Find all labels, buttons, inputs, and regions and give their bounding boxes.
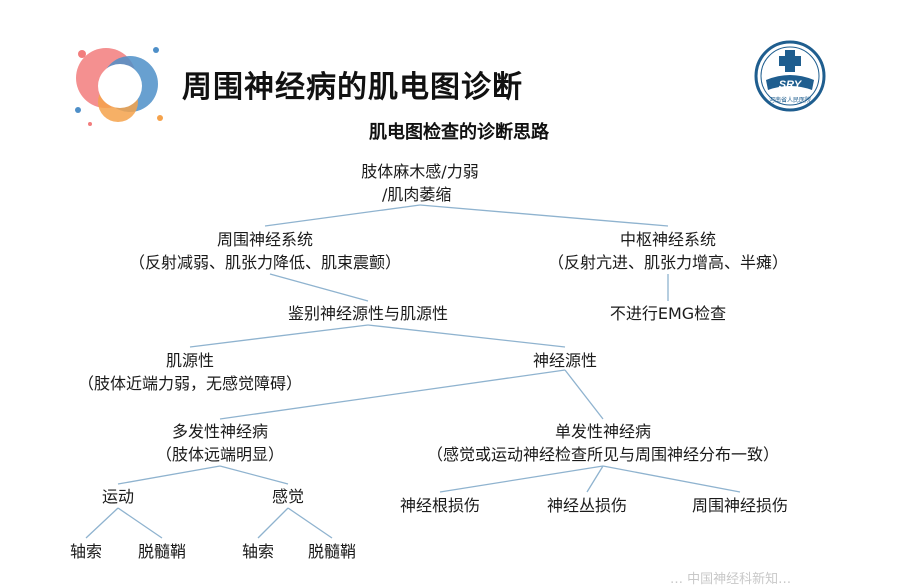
node-neurogenic: 神经源性: [532, 351, 597, 370]
page-title: 周围神经病的肌电图诊断: [182, 70, 523, 105]
edge-root-peripheral: [264, 204, 421, 227]
edge-poly-motor: [117, 465, 221, 485]
node-sensory-axon: 轴索: [241, 542, 274, 561]
node-polyneuropathy: 多发性神经病 （肢体远端明显）: [155, 422, 284, 464]
node-plexus-injury: 神经丛损伤: [546, 496, 627, 515]
edge-sensory-demyelin: [287, 507, 333, 539]
edge-neuro-poly: [219, 369, 566, 420]
node-motor-axon: 轴索: [69, 542, 102, 561]
node-sensory: 感觉: [271, 487, 304, 506]
node-differentiate: 鉴别神经源性与肌源性: [287, 304, 448, 323]
edge-mono-root: [439, 465, 604, 493]
node-root-injury: 神经根损伤: [399, 496, 480, 515]
node-sensory-demyelination: 脱髓鞘: [307, 542, 356, 561]
edge-poly-sensory: [219, 465, 289, 485]
decorative-bubbles-icon: [75, 47, 163, 126]
node-myogenic: 肌源性 （肢体近端力弱，无感觉障碍）: [77, 351, 302, 393]
node-peripheral-injury: 周围神经损伤: [691, 496, 788, 515]
hospital-logo-icon: SRY 河南省人民医院: [754, 40, 826, 112]
edge-peripheral-differentiate: [269, 273, 369, 302]
diagram-subtitle: 肌电图检查的诊断思路: [369, 122, 549, 143]
node-root: 肢体麻木感/力弱 /肌肉萎缩: [361, 162, 479, 204]
watermark: … 中国神经科新知…: [670, 572, 792, 587]
edge-mono-peripheral: [602, 465, 741, 493]
edge-root-central: [419, 204, 669, 227]
edge-motor-axon: [85, 507, 119, 539]
edge-motor-demyelin: [117, 507, 163, 539]
node-motor: 运动: [101, 487, 134, 506]
node-motor-demyelination: 脱髓鞘: [137, 542, 186, 561]
logo-subtext: 河南省人民医院: [769, 96, 811, 104]
node-peripheral-system: 周围神经系统 （反射减弱、肌张力降低、肌束震颤）: [128, 230, 401, 272]
node-no-emg: 不进行EMG检查: [609, 304, 727, 323]
node-mononeuropathy: 单发性神经病 （感觉或运动神经检查所见与周围神经分布一致）: [426, 422, 779, 464]
edge-diff-neurogenic: [367, 324, 566, 348]
node-central-system: 中枢神经系统 （反射亢进、肌张力增高、半瘫）: [547, 230, 788, 272]
edge-neuro-mono: [564, 369, 604, 420]
edge-sensory-axon: [257, 507, 289, 539]
edge-mono-plexus: [586, 465, 604, 493]
logo-text: SRY: [779, 79, 803, 91]
edge-diff-myogenic: [189, 324, 369, 348]
